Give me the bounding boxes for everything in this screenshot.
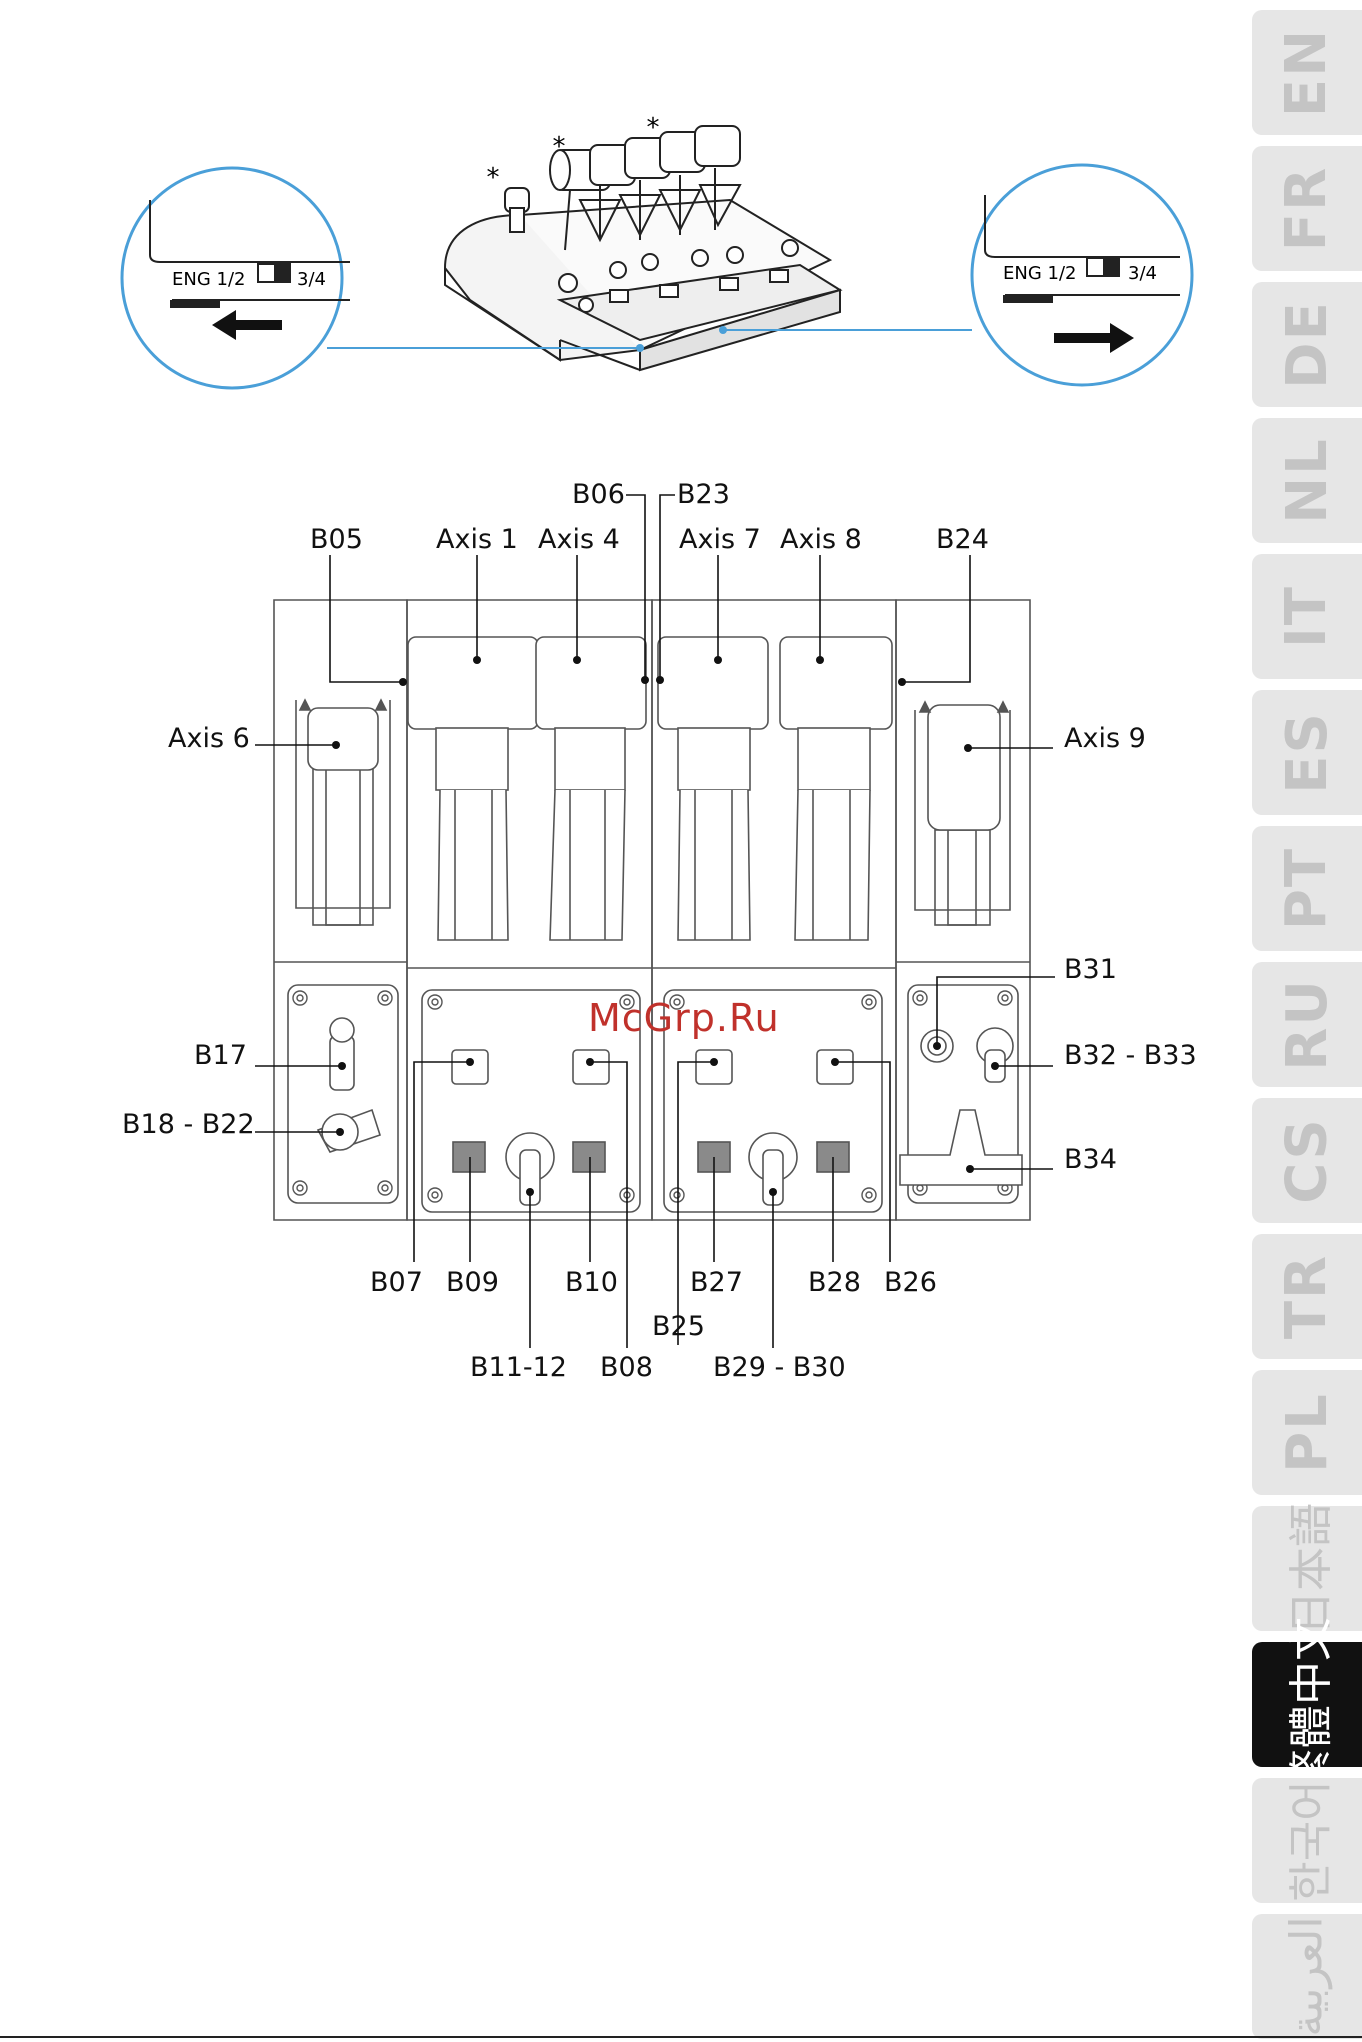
- tab-label: 繁體中文: [1275, 1617, 1339, 1793]
- tab-label: 한국어: [1275, 1780, 1339, 1901]
- tab-de[interactable]: DE: [1252, 282, 1362, 407]
- label-b05: B05: [310, 524, 363, 555]
- tab-label: ES: [1275, 711, 1340, 794]
- tab-ja[interactable]: 日本語: [1252, 1506, 1362, 1631]
- label-b32-b33: B32 - B33: [1064, 1040, 1197, 1071]
- label-b23: B23: [677, 479, 730, 510]
- label-b24: B24: [936, 524, 989, 555]
- tab-ru[interactable]: RU: [1252, 962, 1362, 1087]
- language-tabs: EN FR DE NL IT ES PT RU CS TR PL 日本語 繁體中…: [1252, 0, 1362, 2042]
- label-b31: B31: [1064, 954, 1117, 985]
- tab-pt[interactable]: PT: [1252, 826, 1362, 951]
- tab-label: TR: [1274, 1254, 1339, 1339]
- asterisk-1: *: [487, 163, 500, 193]
- label-b27: B27: [690, 1267, 743, 1298]
- label-axis6: Axis 6: [168, 723, 250, 754]
- label-axis4: Axis 4: [538, 524, 620, 555]
- tab-en[interactable]: EN: [1252, 10, 1362, 135]
- tab-label: IT: [1274, 585, 1339, 648]
- label-axis8: Axis 8: [780, 524, 862, 555]
- switch-left-label-b: 3/4: [297, 269, 326, 290]
- tab-nl[interactable]: NL: [1252, 418, 1362, 543]
- label-b07: B07: [370, 1267, 423, 1298]
- tab-label: RU: [1275, 978, 1340, 1071]
- tab-label: PL: [1274, 1392, 1339, 1473]
- label-b25: B25: [652, 1311, 705, 1342]
- tab-label: العربية: [1282, 1916, 1333, 2036]
- tab-label: NL: [1275, 437, 1340, 524]
- label-b28: B28: [808, 1267, 861, 1298]
- bottom-rule: [0, 2036, 1362, 2038]
- tab-es[interactable]: ES: [1252, 690, 1362, 815]
- label-b11-12: B11-12: [470, 1352, 567, 1383]
- label-b10: B10: [565, 1267, 618, 1298]
- tab-it[interactable]: IT: [1252, 554, 1362, 679]
- asterisk-2: *: [553, 132, 566, 162]
- tab-label: EN: [1275, 28, 1340, 117]
- tab-label: FR: [1275, 166, 1340, 251]
- switch-right-label-b: 3/4: [1128, 263, 1157, 284]
- label-b08: B08: [600, 1352, 653, 1383]
- tab-cs[interactable]: CS: [1252, 1098, 1362, 1223]
- asterisk-3: *: [647, 113, 660, 143]
- device-illustration: [445, 126, 840, 370]
- label-b29-b30: B29 - B30: [713, 1352, 846, 1383]
- label-b09: B09: [446, 1267, 499, 1298]
- tab-pl[interactable]: PL: [1252, 1370, 1362, 1495]
- switch-right-label-a: ENG 1/2: [1003, 263, 1076, 284]
- tab-ko[interactable]: 한국어: [1252, 1778, 1362, 1903]
- tab-label: CS: [1275, 1117, 1340, 1203]
- label-axis9: Axis 9: [1064, 723, 1146, 754]
- label-b17: B17: [194, 1040, 247, 1071]
- label-axis1: Axis 1: [436, 524, 518, 555]
- label-b26: B26: [884, 1267, 937, 1298]
- switch-left-label-a: ENG 1/2: [172, 269, 245, 290]
- label-b18-b22: B18 - B22: [122, 1109, 255, 1140]
- tab-ar[interactable]: العربية: [1252, 1914, 1362, 2039]
- label-b34: B34: [1064, 1144, 1117, 1175]
- label-axis7: Axis 7: [679, 524, 761, 555]
- label-b06: B06: [572, 479, 625, 510]
- watermark: McGrp.Ru: [588, 996, 780, 1040]
- controls: [318, 1018, 1022, 1205]
- tab-tr[interactable]: TR: [1252, 1234, 1362, 1359]
- leader-dots: [332, 656, 999, 1196]
- tab-zh-tw[interactable]: 繁體中文: [1252, 1642, 1362, 1767]
- tab-label: PT: [1275, 847, 1340, 930]
- tab-label: DE: [1275, 300, 1340, 389]
- tab-label: 日本語: [1275, 1503, 1339, 1635]
- tab-fr[interactable]: FR: [1252, 146, 1362, 271]
